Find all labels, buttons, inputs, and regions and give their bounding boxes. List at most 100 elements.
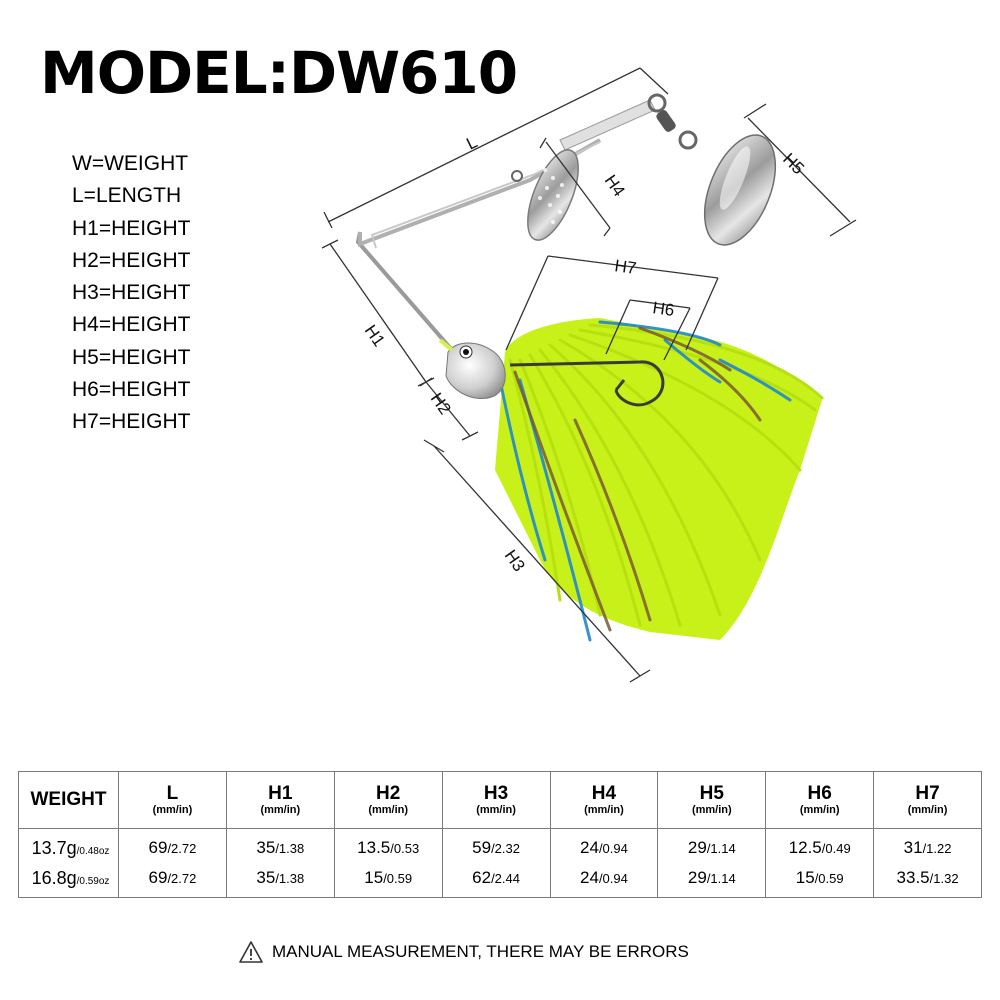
dimension-lines: [321, 67, 857, 683]
note-text: MANUAL MEASUREMENT, THERE MAY BE ERRORS: [272, 942, 689, 961]
silicone-skirt: [495, 318, 824, 642]
header-h6: H6(mm/in): [765, 771, 875, 829]
model-title: MODEL:DW610: [40, 39, 518, 107]
legend-item-h1: H1=HEIGHT: [72, 216, 191, 240]
cell-h6: 12.5/0.49: [765, 828, 875, 863]
weight-grams: 13.7g: [31, 837, 77, 858]
cell-in: /0.59: [383, 871, 413, 886]
header-h1-main: H1: [268, 782, 293, 804]
cell-mm: 15: [795, 868, 815, 887]
header-l: L(mm/in): [118, 771, 227, 829]
cell-l: 69/2.72: [118, 863, 227, 898]
cell-mm: 29: [687, 868, 707, 887]
header-h5: H5(mm/in): [657, 771, 767, 829]
header-h1-unit: (mm/in): [260, 803, 301, 816]
legend-item-h6: H6=HEIGHT: [72, 378, 191, 402]
weight-grams: 16.8g: [31, 867, 77, 888]
weight-cell: 16.8g/0.59oz: [18, 863, 119, 898]
cell-in: /0.59: [814, 871, 844, 886]
cell-in: /1.38: [275, 871, 305, 886]
cell-h6: 15/0.59: [765, 863, 875, 898]
cell-mm: 69: [148, 868, 168, 887]
cell-in: /2.72: [167, 841, 197, 856]
cell-h5: 29/1.14: [657, 828, 767, 863]
cell-h1: 35/1.38: [225, 863, 335, 898]
header-h5-unit: (mm/in): [691, 803, 732, 816]
cell-l: 69/2.72: [118, 828, 227, 863]
cell-mm: 15: [364, 868, 384, 887]
cell-h4: 24/0.94: [549, 828, 659, 863]
header-h7: H7(mm/in): [873, 771, 982, 829]
cell-h4: 24/0.94: [549, 863, 659, 898]
colorado-blade: [527, 149, 579, 241]
legend-item-h4: H4=HEIGHT: [72, 313, 191, 337]
cell-h3: 62/2.44: [441, 863, 551, 898]
cell-mm: 24: [580, 868, 599, 887]
legend-item-weight: W=WEIGHT: [72, 152, 189, 175]
header-h7-main: H7: [915, 782, 940, 804]
cell-h2: 15/0.59: [333, 863, 443, 898]
measurement-note: MANUAL MEASUREMENT, THERE MAY BE ERRORS: [238, 938, 689, 966]
dim-label-h1: H1: [361, 321, 389, 350]
header-h3-unit: (mm/in): [476, 803, 516, 816]
cell-mm: 62: [472, 868, 492, 887]
dimension-legend: W=WEIGHT L=LENGTH H1=HEIGHT H2=HEIGHT H3…: [72, 148, 190, 439]
dim-label-h3: H3: [501, 546, 529, 575]
cell-in: /0.94: [598, 841, 628, 856]
wire-frame: [355, 93, 698, 352]
dim-label-h4: H4: [601, 171, 629, 200]
lure-head: [438, 338, 506, 399]
cell-in: /0.49: [821, 841, 851, 856]
weight-cell: 13.7g/0.48oz: [18, 828, 119, 863]
cell-in: /0.53: [390, 841, 420, 856]
cell-h7: 33.5/1.32: [873, 863, 982, 898]
header-h5-main: H5: [699, 782, 724, 804]
header-h1: H1(mm/in): [225, 771, 335, 829]
cell-in: /0.94: [598, 871, 628, 886]
header-h6-main: H6: [807, 782, 832, 804]
cell-in: /2.44: [491, 871, 520, 886]
header-l-main: L: [166, 782, 179, 804]
header-h3: H3(mm/in): [441, 771, 551, 829]
cell-h2: 13.5/0.53: [333, 828, 443, 863]
warning-triangle-icon: [239, 941, 263, 963]
header-h4: H4(mm/in): [549, 771, 659, 829]
cell-mm: 33.5: [896, 868, 930, 887]
spinnerbait-diagram: L H1 H2 H3 H4 H5 H6 H7: [321, 67, 857, 683]
header-h4-unit: (mm/in): [584, 803, 624, 816]
cell-h5: 29/1.14: [657, 863, 767, 898]
legend-item-h2: H2=HEIGHT: [72, 248, 191, 272]
cell-h1: 35/1.38: [225, 828, 335, 863]
header-h3-main: H3: [483, 782, 509, 804]
spec-table-header-row: WEIGHT L(mm/in) H1(mm/in) H2(mm/in) H3(m…: [18, 771, 982, 829]
cell-mm: 31: [903, 838, 923, 857]
weight-ounces: /0.59oz: [76, 875, 110, 887]
spec-table: WEIGHT L(mm/in) H1(mm/in) H2(mm/in) H3(m…: [18, 771, 982, 898]
header-h2: H2(mm/in): [333, 771, 443, 829]
dim-label-h6: H6: [651, 298, 675, 320]
cell-h3: 59/2.32: [441, 828, 551, 863]
weight-ounces: /0.48oz: [76, 845, 110, 857]
legend-item-h7: H7=HEIGHT: [72, 410, 191, 434]
cell-in: /1.22: [922, 841, 952, 856]
cell-mm: 35: [256, 838, 276, 857]
dim-label-h2: H2: [427, 389, 455, 418]
hook: [509, 360, 665, 407]
dim-label-h7: H7: [613, 256, 637, 278]
cell-in: /1.38: [275, 841, 305, 856]
cell-mm: 59: [472, 838, 492, 857]
cell-mm: 69: [148, 838, 168, 857]
cell-in: /1.14: [706, 841, 736, 856]
header-h4-main: H4: [591, 782, 617, 804]
header-h6-unit: (mm/in): [799, 803, 840, 816]
header-l-unit: (mm/in): [152, 803, 193, 816]
cell-h7: 31/1.22: [873, 828, 982, 863]
header-h7-unit: (mm/in): [907, 803, 948, 816]
header-weight: WEIGHT: [18, 771, 119, 829]
willow-blade: [703, 134, 777, 246]
cell-in: /1.14: [706, 871, 736, 886]
table-row: 16.8g/0.59oz 69/2.72 35/1.38 15/0.59 62/…: [18, 863, 982, 898]
legend-item-h3: H3=HEIGHT: [72, 281, 191, 305]
cell-mm: 35: [256, 868, 276, 887]
header-h2-unit: (mm/in): [368, 803, 409, 816]
